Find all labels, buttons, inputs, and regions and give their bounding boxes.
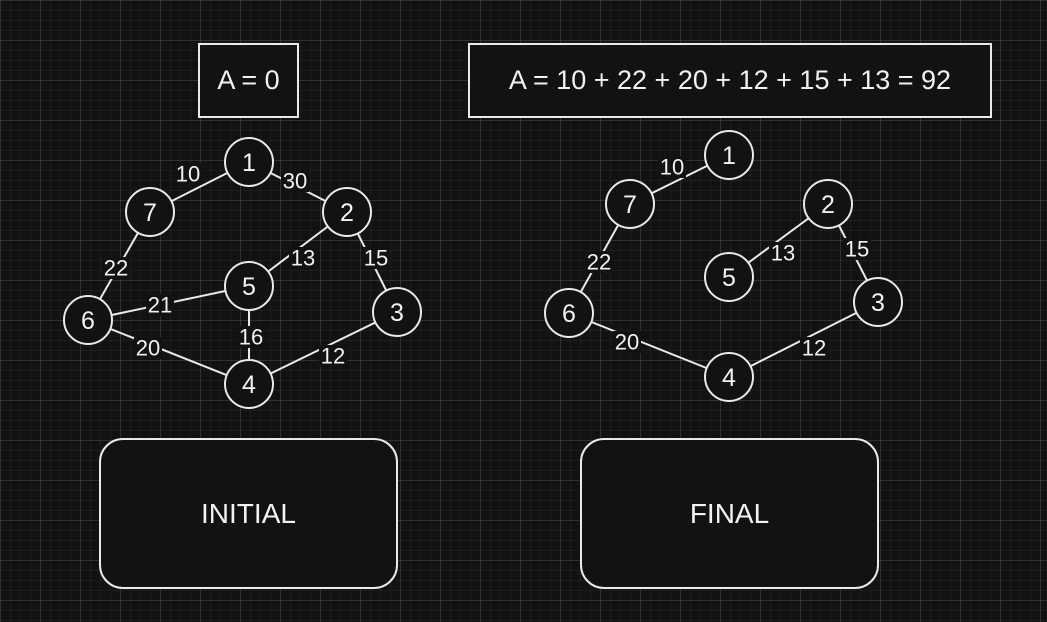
node-3-label: 3 [871,289,885,317]
initial-label-text: INITIAL [201,497,296,529]
edge-weight-label: 16 [239,325,263,350]
node-4-label: 4 [722,364,736,392]
node-2-circle [322,187,372,237]
node-1-label: 1 [722,142,736,170]
edge-weight-background [134,337,162,359]
edge-weight-label: 20 [136,336,160,361]
node-3-circle [372,287,422,337]
edge-weight-background [362,247,390,269]
node-5-circle [224,261,274,311]
edge-weight-background [281,170,309,192]
node-4-circle [224,359,274,409]
node-2-label: 2 [340,199,354,227]
edge-weight-label: 22 [587,250,611,275]
final-label-text: FINAL [689,497,770,529]
node-7-circle [125,187,175,237]
final-formula-box: A = 10 + 22 + 20 + 12 + 15 + 13 = 92 [468,43,992,118]
initial-formula-box: A = 0 [198,43,299,118]
edge-weight-background [585,251,613,273]
node-3-label: 3 [390,299,404,327]
edge-weight-label: 10 [660,155,684,180]
edge-weight-background [146,294,174,316]
edge-weight-label: 22 [104,256,128,281]
initial-label-card: INITIAL [99,438,398,589]
final-label-card: FINAL [580,438,879,589]
initial-edge-weights: 10 30 13 15 22 21 16 20 12 [102,162,390,369]
node-7-circle [605,179,655,229]
edge-weight-label: 30 [283,169,307,194]
node-6-circle [544,288,594,338]
node-6-label: 6 [81,307,95,335]
edge-weight-label: 12 [802,336,826,361]
edge-weight-background [102,257,130,279]
node-7-label: 7 [143,199,157,227]
node-2-circle [803,179,853,229]
node-7-label: 7 [623,191,637,219]
edge-6-4 [87,319,250,385]
node-3-circle [853,277,903,327]
edge-weight-label: 15 [364,246,388,271]
node-4-label: 4 [242,371,256,399]
node-1-label: 1 [242,149,256,177]
node-6-circle [63,295,113,345]
edge-weight-label: 13 [771,241,795,266]
edge-weight-background [769,242,797,264]
edge-weight-label: 12 [321,344,345,369]
edge-6-4 [568,312,730,378]
edge-weight-background [319,345,347,367]
node-5-label: 5 [242,273,256,301]
final-edge-weights: 10 22 20 12 15 13 [585,155,871,361]
edge-weight-background [800,337,828,359]
node-1-circle [224,137,274,187]
edge-weight-background [289,247,317,269]
node-5-label: 5 [722,264,736,292]
edge-weight-label: 10 [176,162,200,187]
edge-weight-label: 15 [845,237,869,262]
node-6-label: 6 [562,300,576,328]
node-2-label: 2 [821,191,835,219]
node-1-circle [704,130,754,180]
edge-weight-background [843,238,871,260]
edge-weight-background [613,331,641,353]
edge-weight-label: 13 [291,246,315,271]
edge-weight-label: 21 [148,293,172,318]
node-5-circle [704,252,754,302]
edge-weight-background [174,163,202,185]
edge-weight-background [237,326,265,348]
node-4-circle [704,352,754,402]
edge-weight-label: 20 [615,330,639,355]
edge-weight-background [658,156,686,178]
